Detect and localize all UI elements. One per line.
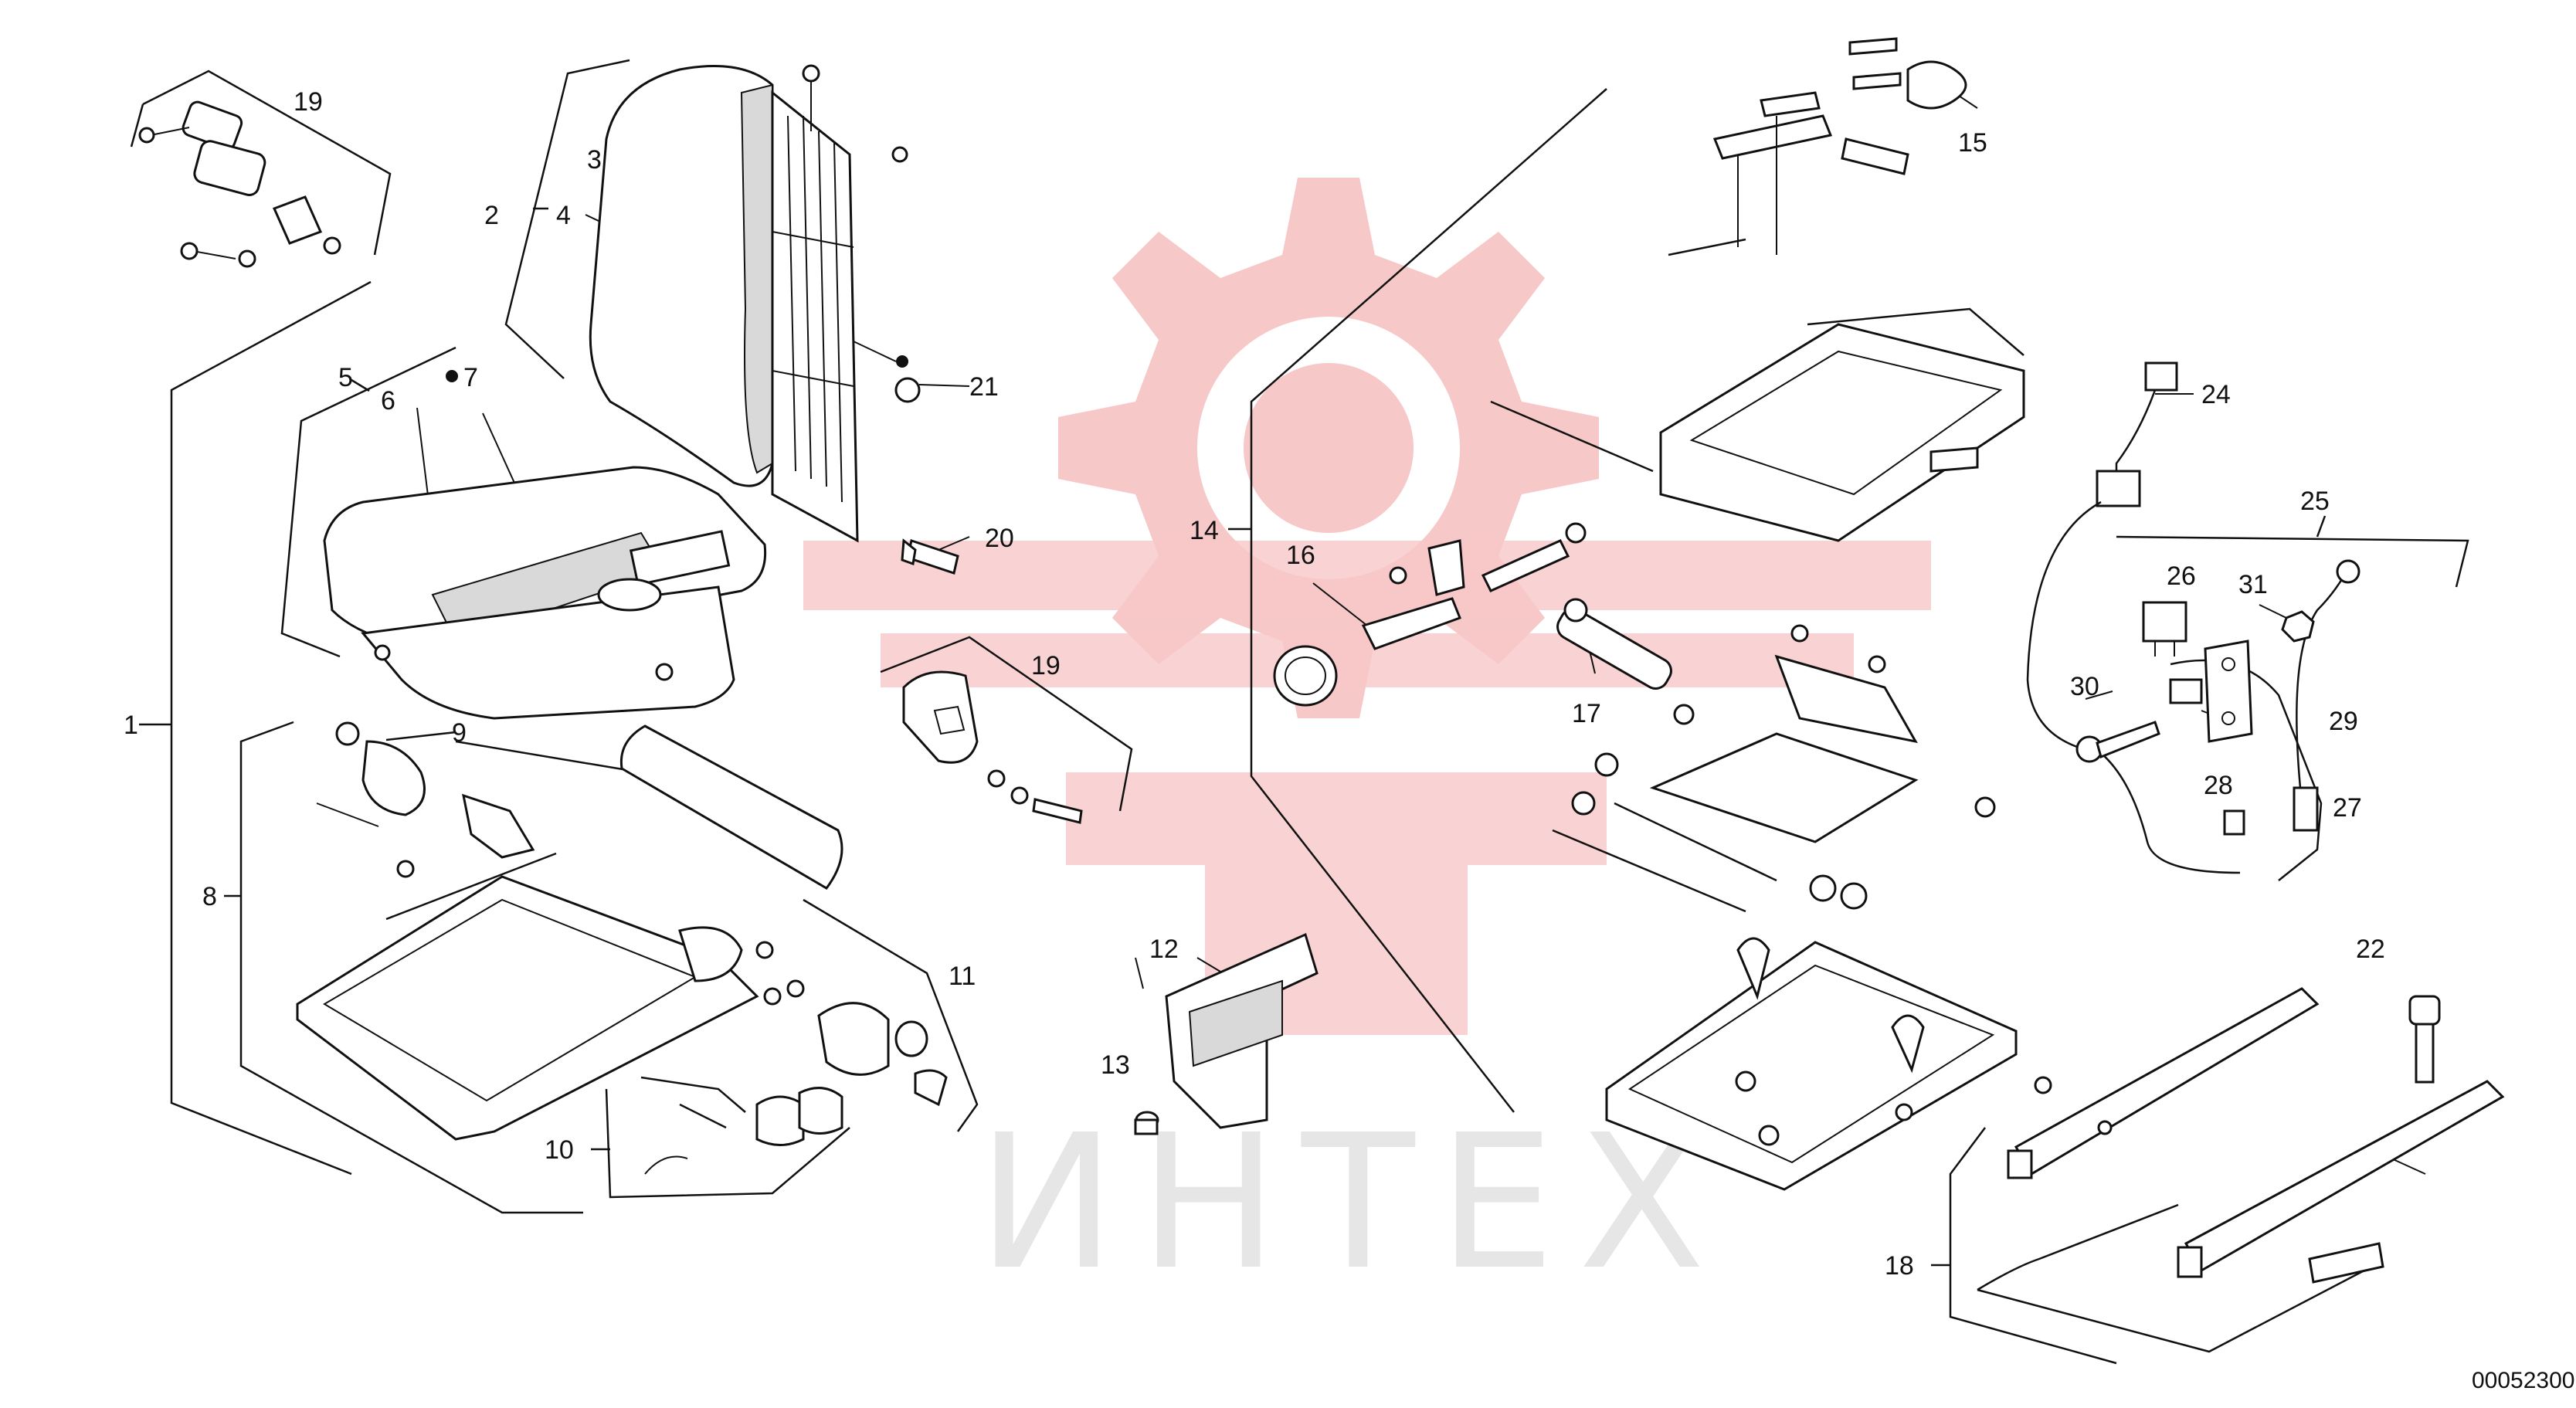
marker-dot-backrest bbox=[896, 355, 908, 368]
document-number: 00052300 bbox=[2472, 1368, 2574, 1393]
callout-2: 2 bbox=[484, 201, 499, 230]
callout-13: 13 bbox=[1101, 1050, 1130, 1080]
watermark-text: ИНТЕХ bbox=[977, 1094, 1729, 1311]
callout-31: 31 bbox=[2238, 570, 2268, 599]
callout-27: 27 bbox=[2333, 793, 2362, 823]
callout-30: 30 bbox=[2070, 672, 2099, 701]
bolt-and-nut bbox=[894, 377, 959, 575]
callout-15: 15 bbox=[1958, 128, 1987, 158]
callout-29: 29 bbox=[2329, 707, 2358, 736]
trim-profile-12 bbox=[1165, 932, 1319, 1129]
callout-25: 25 bbox=[2300, 487, 2330, 516]
seat-rail-outer bbox=[1977, 1080, 2505, 1353]
height-adjust-knob-16 bbox=[1273, 522, 1587, 707]
callout-12: 12 bbox=[1149, 935, 1179, 964]
cable-27 bbox=[2293, 559, 2360, 832]
callout-6: 6 bbox=[381, 386, 395, 416]
suspension-linkage-15 bbox=[1668, 37, 1967, 256]
callout-28: 28 bbox=[2204, 771, 2233, 800]
seat-frame bbox=[296, 721, 774, 1141]
callout-5: 5 bbox=[338, 363, 353, 392]
scissor-mechanism bbox=[1552, 624, 1996, 913]
callout-18: 18 bbox=[1885, 1251, 1914, 1281]
callout-21: 21 bbox=[969, 372, 999, 402]
callout-24: 24 bbox=[2201, 380, 2231, 409]
callout-labels: 1 2 3 4 5 6 7 8 9 10 11 12 13 14 15 16 1… bbox=[124, 87, 2385, 1281]
bolt-22 bbox=[2408, 995, 2441, 1084]
knob-assembly-11 bbox=[763, 979, 948, 1107]
callout-20: 20 bbox=[985, 524, 1014, 553]
screw-13 bbox=[1134, 1111, 1159, 1135]
nut-31 bbox=[2281, 610, 2315, 643]
seat-cushion bbox=[323, 466, 767, 720]
callout-14: 14 bbox=[1190, 516, 1219, 545]
callout-7: 7 bbox=[463, 363, 478, 392]
callout-10: 10 bbox=[545, 1135, 574, 1165]
assembly-bracket-lines bbox=[130, 59, 2469, 1365]
callout-8: 8 bbox=[202, 882, 217, 911]
seat-belt-buckle-middle bbox=[902, 670, 1083, 824]
callout-3: 3 bbox=[587, 145, 602, 175]
callout-4: 4 bbox=[556, 201, 571, 230]
suspension-upper-frame bbox=[1490, 307, 2025, 542]
callout-19-middle: 19 bbox=[1031, 651, 1061, 680]
callout-16: 16 bbox=[1286, 541, 1315, 570]
callout-9: 9 bbox=[452, 718, 467, 748]
spring-clip-10 bbox=[640, 1076, 843, 1175]
callout-26: 26 bbox=[2167, 562, 2196, 591]
callout-11: 11 bbox=[949, 962, 976, 991]
seat-backrest bbox=[589, 64, 908, 543]
watermark-gear bbox=[803, 178, 1931, 1035]
callout-22: 22 bbox=[2356, 935, 2385, 964]
callout-19-left: 19 bbox=[294, 87, 323, 117]
screw-30 bbox=[2075, 721, 2160, 763]
gas-spring-17 bbox=[1556, 598, 1695, 725]
cover-plate-9 bbox=[619, 724, 843, 890]
callout-1: 1 bbox=[124, 711, 138, 740]
relay-bracket-29 bbox=[2169, 640, 2253, 743]
callout-17: 17 bbox=[1572, 699, 1601, 728]
marker-dot-cushion bbox=[446, 370, 458, 382]
base-frame bbox=[1605, 937, 2052, 1191]
seat-belt-buckle-left bbox=[138, 100, 341, 268]
seat-rail-inner bbox=[2007, 987, 2320, 1179]
relay-26 bbox=[2142, 601, 2187, 657]
connector-28 bbox=[2223, 809, 2245, 836]
